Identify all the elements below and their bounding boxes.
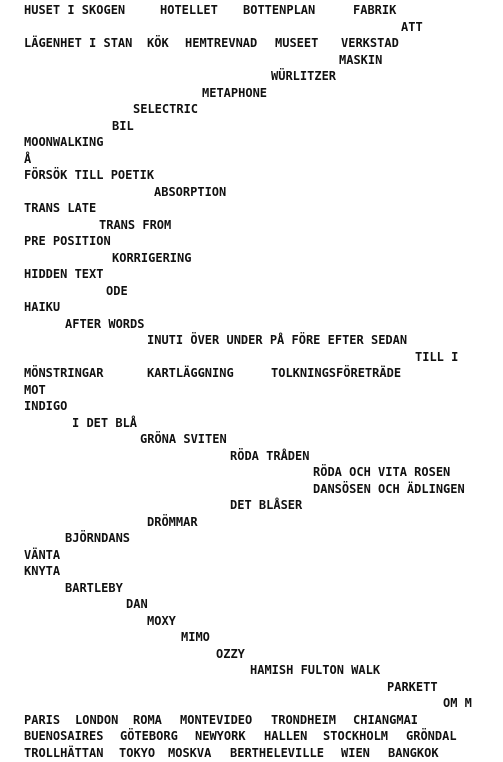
poem-word: PARIS bbox=[24, 713, 61, 727]
poem-word: HAIKU bbox=[24, 300, 61, 314]
poem-word: KÖK bbox=[147, 36, 169, 50]
poem-word: I DET BLÅ bbox=[72, 416, 138, 430]
poem-word: GRÖNDAL bbox=[406, 729, 457, 743]
poem-word: ODE bbox=[106, 284, 128, 298]
poem-word: VERKSTAD bbox=[341, 36, 399, 50]
poem-word: TRANS FROM bbox=[99, 218, 172, 232]
poem-word: LONDON bbox=[75, 713, 119, 727]
poem-word: OM M bbox=[443, 696, 472, 710]
poem-word: TRANS LATE bbox=[24, 201, 97, 215]
poem-word: HALLEN bbox=[264, 729, 308, 743]
poem-word: DET BLÅSER bbox=[230, 498, 303, 512]
poem-word: VÄNTA bbox=[24, 548, 61, 562]
poem-word: KARTLÄGGNING bbox=[147, 366, 234, 380]
poem-word: HEMTREVNAD bbox=[185, 36, 258, 50]
poem-word: MIMO bbox=[181, 630, 210, 644]
poem-word: STOCKHOLM bbox=[323, 729, 389, 743]
poem-word: BANGKOK bbox=[388, 746, 439, 760]
poem-word: HAMISH FULTON WALK bbox=[250, 663, 381, 677]
poem-word: WIEN bbox=[341, 746, 370, 760]
poem-word: MONTEVIDEO bbox=[180, 713, 253, 727]
poem-word: RÖDA TRÅDEN bbox=[230, 449, 310, 463]
poem-word: OZZY bbox=[216, 647, 245, 661]
poem-word: MÖNSTRINGAR bbox=[24, 366, 104, 380]
poem-word: MOXY bbox=[147, 614, 176, 628]
poem-word: WÜRLITZER bbox=[271, 69, 337, 83]
poem-word: BARTLEBY bbox=[65, 581, 123, 595]
poem-word: MOONWALKING bbox=[24, 135, 104, 149]
poem-word: TOKYO bbox=[119, 746, 156, 760]
poem-word: KORRIGERING bbox=[112, 251, 192, 265]
poem-word: DAN bbox=[126, 597, 148, 611]
poem-word: TRONDHEIM bbox=[271, 713, 337, 727]
poem-word: ATT bbox=[401, 20, 423, 34]
poem-word: BJÖRNDANS bbox=[65, 531, 131, 545]
poem-word: CHIANGMAI bbox=[353, 713, 419, 727]
poem-word: FÖRSÖK TILL POETIK bbox=[24, 168, 155, 182]
poem-word: FABRIK bbox=[353, 3, 397, 17]
poem-word: ROMA bbox=[133, 713, 162, 727]
poem-word: HUSET I SKOGEN bbox=[24, 3, 126, 17]
poem-word: BUENOSAIRES bbox=[24, 729, 104, 743]
poem-word: MOT bbox=[24, 383, 46, 397]
poem-word: LÄGENHET I STAN bbox=[24, 36, 133, 50]
poem-word: TROLLHÄTTAN bbox=[24, 746, 104, 760]
poem-word: SELECTRIC bbox=[133, 102, 199, 116]
poem-word: NEWYORK bbox=[195, 729, 246, 743]
poem-word: TOLKNINGSFÖRETRÄDE bbox=[271, 366, 402, 380]
poem-word: ABSORPTION bbox=[154, 185, 227, 199]
poem-word: PRE POSITION bbox=[24, 234, 111, 248]
poem-word: BERTHELEVILLE bbox=[230, 746, 324, 760]
poem-word: AFTER WORDS bbox=[65, 317, 145, 331]
poem-word: Å bbox=[24, 152, 32, 166]
poem-word: METAPHONE bbox=[202, 86, 268, 100]
poem-word: PARKETT bbox=[387, 680, 438, 694]
poem-word: KNYTA bbox=[24, 564, 61, 578]
poem-word: BOTTENPLAN bbox=[243, 3, 316, 17]
poem-word: TILL I bbox=[415, 350, 459, 364]
poem-word: MUSEET bbox=[275, 36, 319, 50]
poem-word: RÖDA OCH VITA ROSEN bbox=[313, 465, 451, 479]
poem-word: GÖTEBORG bbox=[120, 729, 178, 743]
poem-word: HOTELLET bbox=[160, 3, 218, 17]
poem-word: INUTI ÖVER UNDER PÅ FÖRE EFTER SEDAN bbox=[147, 333, 408, 347]
poem-word: DANSÖSEN OCH ÄDLINGEN bbox=[313, 482, 465, 496]
poem-word: DRÖMMAR bbox=[147, 515, 198, 529]
poem-word: MOSKVA bbox=[168, 746, 212, 760]
poem-word: HIDDEN TEXT bbox=[24, 267, 104, 281]
poem-word: GRÖNA SVITEN bbox=[140, 432, 227, 446]
poem-word: MASKIN bbox=[339, 53, 383, 67]
poem-word: INDIGO bbox=[24, 399, 68, 413]
poem-word: BIL bbox=[112, 119, 134, 133]
